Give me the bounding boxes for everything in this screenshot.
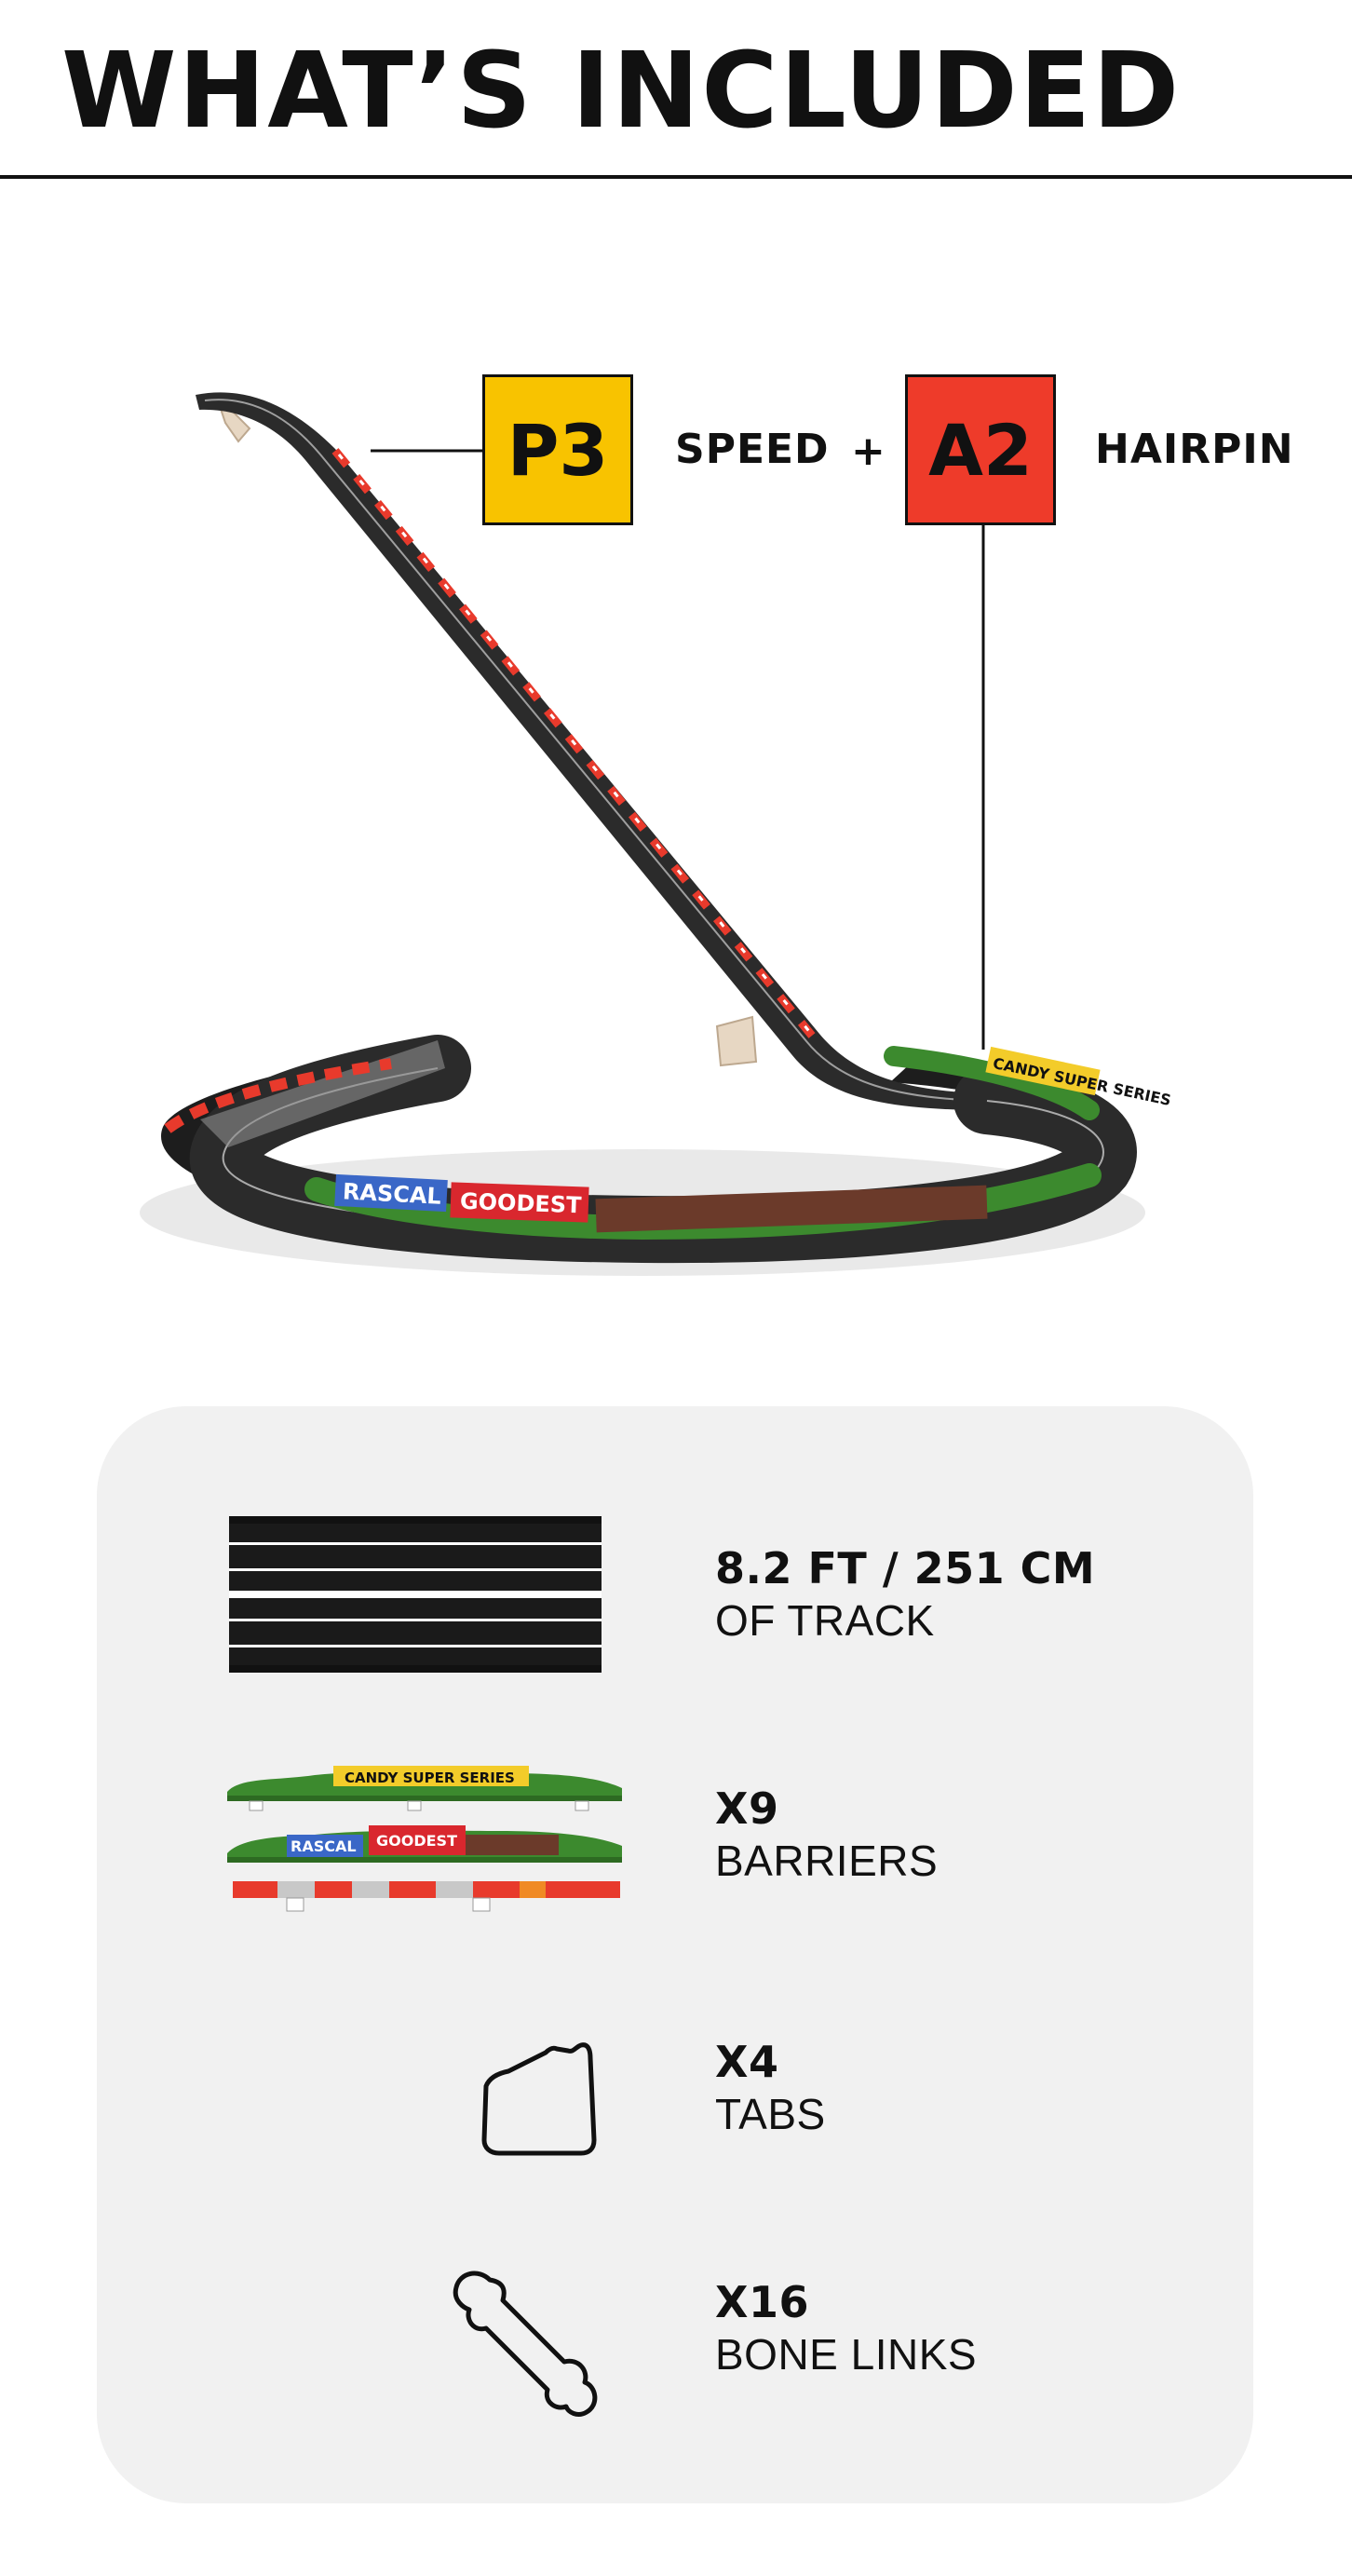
contents-item-track-text: 8.2 FT / 251 CM OF TRACK <box>715 1542 1095 1647</box>
tab-icon <box>481 2042 597 2156</box>
track-length: 8.2 FT / 251 CM <box>715 1543 1096 1593</box>
contents-item-barriers: CANDY SUPER SERIES RASCAL GOODEST X9 BAR <box>97 1760 1253 1918</box>
contents-item-barriers-text: X9 BARRIERS <box>715 1783 938 1887</box>
track-desc: OF TRACK <box>715 1596 935 1645</box>
bone-link-icon <box>453 2271 598 2417</box>
contents-panel: 8.2 FT / 251 CM OF TRACK CANDY SUPER SER… <box>97 1406 1253 2503</box>
badge-a2-code: A2 <box>928 408 1033 492</box>
badge-a2: A2 <box>905 374 1056 525</box>
contents-item-bone-links: X16 BONE LINKS <box>97 2263 1253 2421</box>
barriers-qty: X9 <box>715 1783 779 1834</box>
track-piece-icon <box>229 1516 602 1673</box>
bone-links-desc: BONE LINKS <box>715 2330 978 2379</box>
bone-links-qty: X16 <box>715 2277 809 2327</box>
contents-item-track: 8.2 FT / 251 CM OF TRACK <box>97 1509 1253 1676</box>
badge-p3-code: P3 <box>507 408 609 492</box>
brand-goodest: GOODEST <box>460 1188 583 1219</box>
badge-p3-label: SPEED <box>675 426 830 473</box>
barrier-brand-rascal: RASCAL <box>291 1837 357 1855</box>
barrier-brand-candy: CANDY SUPER SERIES <box>345 1769 515 1786</box>
track-illustration: RASCAL GOODEST CANDY SUPER SERIES <box>140 392 1172 1276</box>
contents-item-tabs: X4 TABS <box>97 2027 1253 2166</box>
contents-item-bone-links-text: X16 BONE LINKS <box>715 2276 977 2380</box>
badge-a2-label: HAIRPIN <box>1095 426 1294 473</box>
tabs-desc: TABS <box>715 2090 826 2138</box>
brand-rascal: RASCAL <box>342 1178 441 1210</box>
barrier-brand-goodest: GOODEST <box>376 1832 457 1850</box>
contents-item-tabs-text: X4 TABS <box>715 2036 826 2140</box>
barriers-icon: CANDY SUPER SERIES RASCAL GOODEST <box>227 1766 622 1912</box>
tabs-qty: X4 <box>715 2037 779 2087</box>
track-hero: RASCAL GOODEST CANDY SUPER SERIES P3 SPE… <box>0 179 1352 1390</box>
page-header: WHAT’S INCLUDED <box>0 0 1352 179</box>
barriers-desc: BARRIERS <box>715 1837 939 1885</box>
badge-p3: P3 <box>482 374 633 525</box>
page-title: WHAT’S INCLUDED <box>61 31 1182 152</box>
badge-plus: + <box>851 427 886 475</box>
